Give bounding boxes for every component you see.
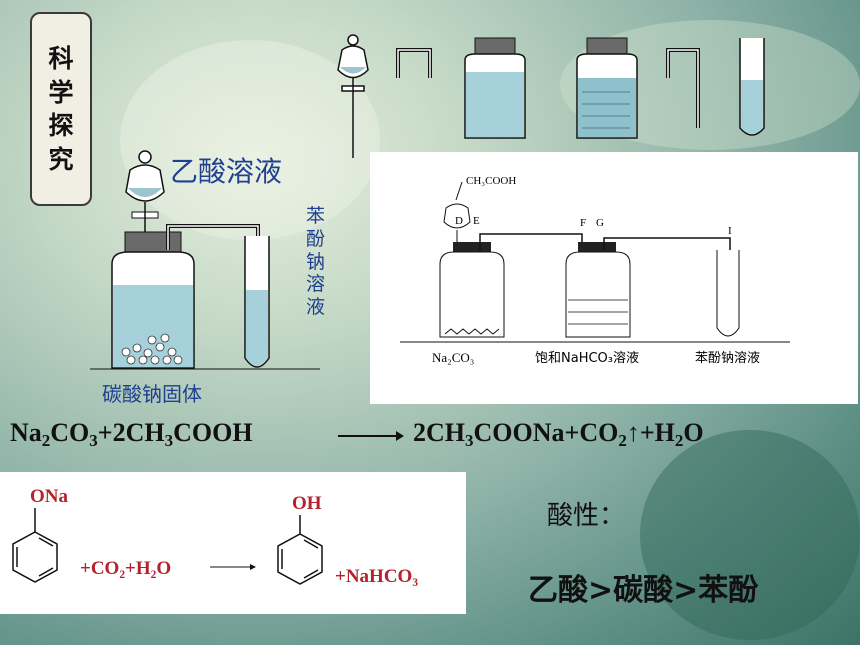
bent-tube-icon xyxy=(396,48,432,78)
diagram-letter: D xyxy=(455,215,463,227)
apparatus-diagram-svg: CH₃COOH D E F G I Na₂CO₃ 饱和NaHCO₃溶液 苯酚钠溶… xyxy=(400,175,790,366)
benzene-ring-icon xyxy=(277,533,323,585)
reagent-bottle-icon xyxy=(576,37,638,139)
phenol-reaction-svg: ONa +CO₂+H₂O OH +NaHCO₃ xyxy=(12,486,418,587)
acetic-solution-label: 乙酸溶液 xyxy=(170,155,283,188)
apparatus-diagram: CH₃COOH D E F G I Na₂CO₃ 饱和NaHCO₃溶液 苯酚钠溶… xyxy=(370,152,858,404)
bent-tube-icon xyxy=(666,48,700,128)
diagram-letter: I xyxy=(728,225,732,237)
diagram-bottom-label: 苯酚钠溶液 xyxy=(695,351,760,366)
experiment-apparatus xyxy=(90,150,320,370)
reactant-group: ONa xyxy=(30,486,69,507)
diagram-letter: F xyxy=(580,217,586,229)
benzene-ring-icon xyxy=(12,531,58,583)
acidity-title: 酸性： xyxy=(547,501,626,531)
diagram-letter: E xyxy=(473,215,480,227)
equation-reactants: Na2CO3+2CH3COOH xyxy=(10,418,253,450)
tag-char: 探 xyxy=(48,111,74,140)
diagram-top-reagent: CH₃COOH xyxy=(466,175,516,187)
phenol-reaction: ONa +CO₂+H₂O OH +NaHCO₃ xyxy=(0,472,466,614)
byproduct: +NaHCO₃ xyxy=(335,566,418,587)
reagent-bottle-icon xyxy=(464,37,526,139)
separatory-funnel-icon xyxy=(337,34,369,158)
tag-char: 究 xyxy=(48,144,74,174)
diagram-bottom-label: 饱和NaHCO₃溶液 xyxy=(535,351,639,366)
background-blob xyxy=(120,40,380,240)
diagram-bottom-label: Na₂CO₃ xyxy=(432,350,474,365)
phenoxide-solution-label: 苯 酚 钠 溶 液 xyxy=(306,205,326,319)
diagram-letter: G xyxy=(596,217,604,229)
product-group: OH xyxy=(292,493,322,514)
test-tube-icon xyxy=(739,38,765,136)
acidity-order: 乙酸>碳酸>苯酚 xyxy=(528,573,759,608)
equation-products: 2CH3COONa+CO2↑+H2O xyxy=(413,418,704,450)
background-blob xyxy=(640,430,860,640)
section-tag: 科 学 探 究 xyxy=(30,12,92,206)
apparatus-parts xyxy=(337,34,765,158)
sodium-carbonate-label: 碳酸钠固体 xyxy=(102,382,202,406)
reagents: +CO₂+H₂O xyxy=(80,558,171,579)
tag-char: 学 xyxy=(48,77,74,107)
tag-char: 科 xyxy=(48,44,74,73)
reaction-equation: Na2CO3+2CH3COOH 2CH3COONa+CO2↑+H2O xyxy=(10,418,704,450)
reaction-arrow-icon xyxy=(338,431,404,441)
